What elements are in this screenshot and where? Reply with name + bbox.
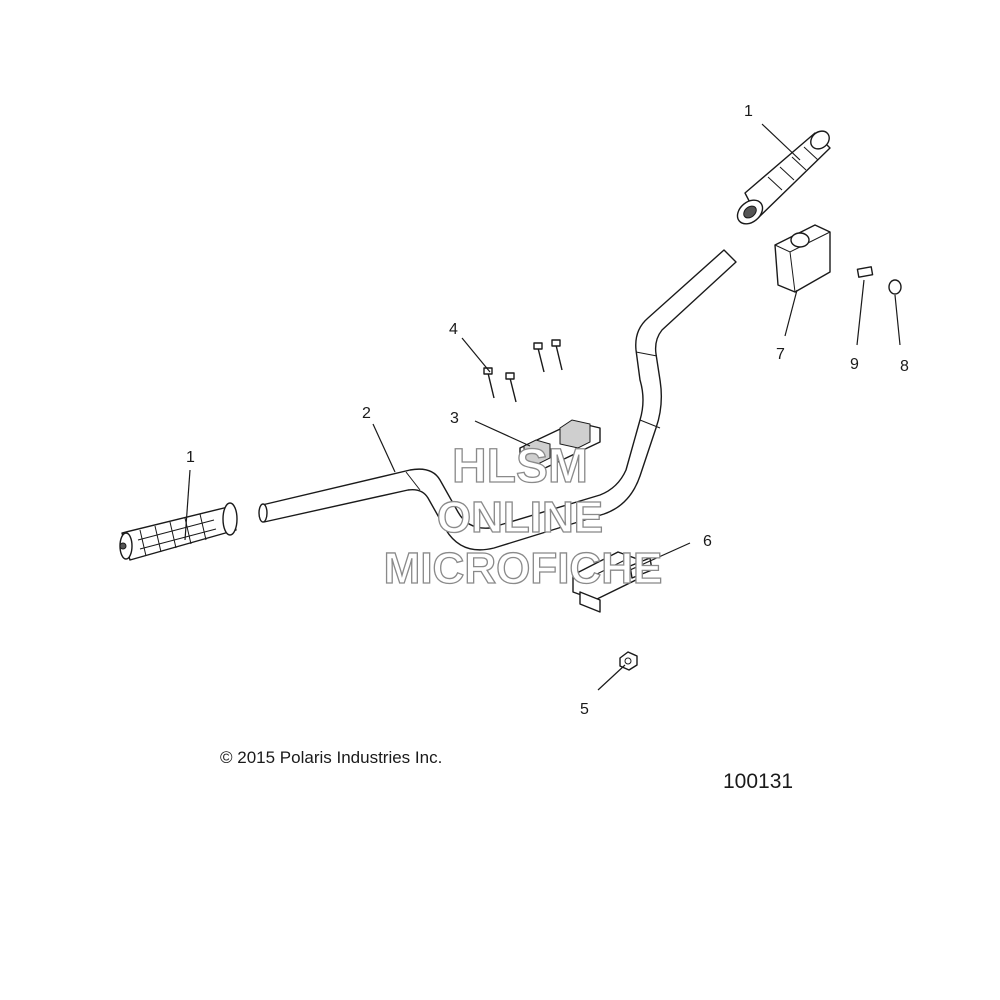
- grip-left: [119, 502, 238, 561]
- callout-clamp: 3: [450, 410, 459, 427]
- watermark-line-2: ONLINE: [437, 493, 603, 542]
- callout-grip-right: 1: [744, 103, 753, 120]
- callout-grip-left: 1: [186, 449, 195, 466]
- watermark-line-1: HLSM: [452, 440, 588, 493]
- watermark: HLSM ONLINE MICROFICHE: [383, 439, 663, 593]
- plug: [888, 279, 902, 295]
- watermark-line-3: MICROFICHE: [384, 544, 663, 593]
- handlebar: [258, 249, 737, 551]
- figure-number: 100131: [723, 770, 794, 793]
- callout-handlebar: 2: [362, 405, 371, 422]
- bar-pad: [774, 224, 831, 293]
- callout-bar-pad: 7: [776, 346, 785, 363]
- callout-bolts: 4: [449, 321, 458, 338]
- copyright-notice: © 2015 Polaris Industries Inc.: [220, 748, 443, 767]
- clamp: [519, 419, 601, 469]
- leader-lines: [184, 123, 901, 691]
- bolts: [483, 339, 563, 403]
- grip-right: [736, 130, 831, 225]
- callout-plug: 8: [900, 358, 909, 375]
- pin: [856, 266, 874, 278]
- callout-mount: 6: [703, 533, 712, 550]
- callout-pin: 9: [850, 356, 859, 373]
- callout-nut: 5: [580, 701, 589, 718]
